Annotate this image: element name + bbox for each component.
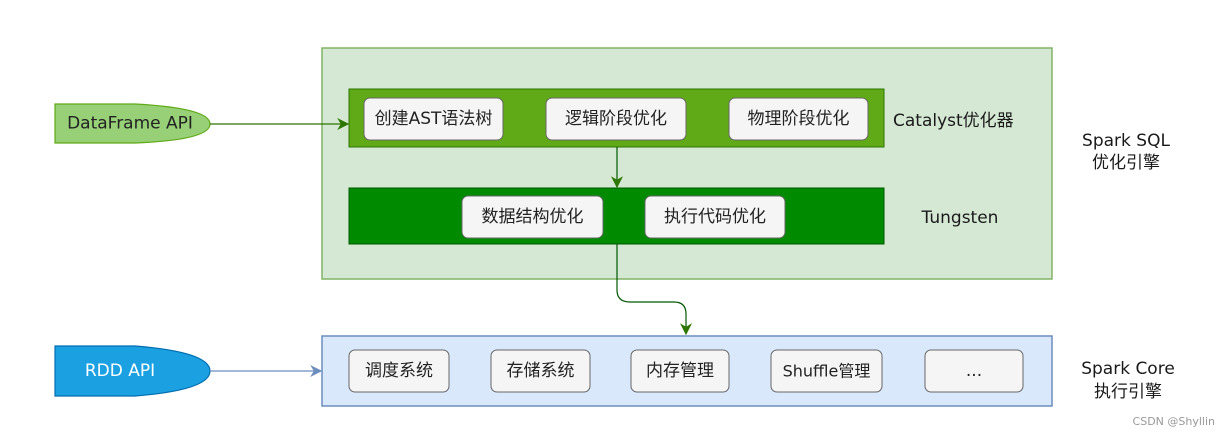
tungsten-step-label: 执行代码优化 (664, 207, 766, 227)
rdd-api-shape (54, 345, 211, 397)
core-module: 存储系统 (490, 349, 591, 393)
tungsten-bar (348, 187, 885, 245)
spark-sql-label-line2: 优化引擎 (1092, 153, 1160, 173)
core-module: 内存管理 (630, 349, 730, 393)
core-module-label: 调度系统 (365, 361, 433, 381)
tungsten-step: 数据结构优化 (461, 195, 604, 239)
catalyst-step-label: 创建AST语法树 (375, 109, 493, 129)
core-module-label: ... (966, 361, 982, 381)
tungsten-label: Tungsten (921, 208, 999, 228)
core-module: Shuffle管理 (770, 349, 883, 393)
core-module-label: 存储系统 (507, 361, 575, 381)
catalyst-label: Catalyst优化器 (893, 111, 1014, 131)
core-module: 调度系统 (348, 349, 450, 393)
tungsten-to-core-arrow (616, 244, 692, 336)
watermark: CSDN @Shyllin (1133, 415, 1215, 428)
spark-core-label-line2: 执行引擎 (1094, 382, 1162, 402)
core-module: ... (924, 349, 1024, 393)
dataframe-api-label: DataFrame API (67, 114, 193, 134)
tungsten-step: 执行代码优化 (644, 195, 786, 239)
spark-core-label-line1: Spark Core (1081, 359, 1175, 379)
catalyst-step-label: 物理阶段优化 (748, 109, 850, 129)
catalyst-step: 逻辑阶段优化 (545, 97, 687, 141)
core-module-label: 内存管理 (646, 361, 714, 381)
tungsten-step-label: 数据结构优化 (482, 207, 584, 227)
dataframe-api-shape (54, 103, 211, 144)
spark-sql-label-line1: Spark SQL (1082, 131, 1170, 151)
catalyst-step: 创建AST语法树 (363, 97, 504, 141)
catalyst-step: 物理阶段优化 (728, 97, 869, 141)
rdd-api-label: RDD API (85, 361, 155, 381)
catalyst-step-label: 逻辑阶段优化 (565, 109, 667, 129)
core-module-label: Shuffle管理 (783, 362, 871, 381)
